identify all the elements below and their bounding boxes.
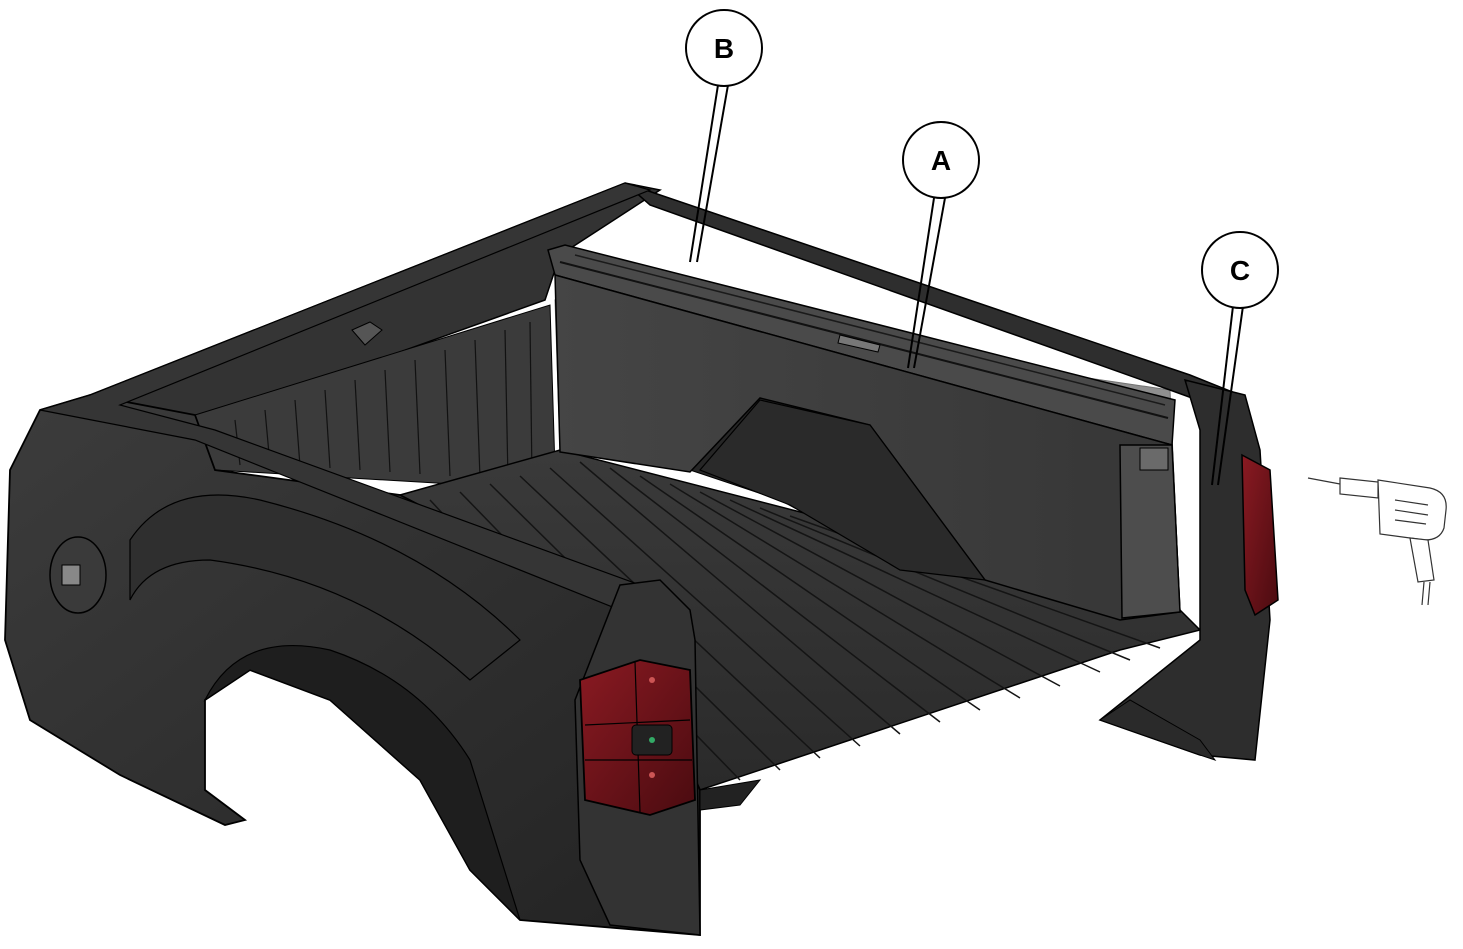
drill-bit	[1307, 477, 1341, 485]
callout-a-leader-1	[907, 197, 935, 369]
right-tail-light	[1241, 453, 1279, 617]
callout-a-circle	[902, 121, 980, 199]
wheel-opening	[203, 644, 521, 921]
drill-cord	[1421, 581, 1431, 606]
callout-a-label: A	[931, 145, 951, 176]
side-mount-toolbox	[547, 244, 1181, 621]
power-drill-icon	[1307, 477, 1447, 606]
toolbox-wheel-cutout	[698, 399, 987, 581]
callout-b-leader-2	[696, 84, 729, 263]
rear-step	[699, 779, 762, 811]
drill-handle	[1409, 537, 1435, 583]
drill-chuck	[1339, 477, 1379, 499]
fender-flare	[129, 494, 521, 681]
callout-a-leader-2	[913, 197, 946, 369]
drill-vents	[1394, 499, 1429, 525]
front-wall-ribs	[234, 321, 533, 481]
toolbox-end-cap	[1119, 444, 1181, 619]
callout-c-leader-1	[1211, 305, 1234, 486]
callout-c: C	[1201, 231, 1279, 486]
toolbox-lid-rail	[559, 261, 1169, 419]
callout-c-label: C	[1230, 255, 1250, 286]
toolbox-latch	[1139, 447, 1169, 471]
toolbox-lid-rail-2	[574, 254, 1166, 406]
callout-b-circle	[685, 9, 763, 87]
drill-body	[1377, 479, 1447, 541]
right-step	[1098, 699, 1217, 761]
left-top-rail	[39, 182, 652, 611]
fuel-door-latch	[61, 564, 81, 586]
callout-c-leader-2	[1217, 305, 1244, 486]
lamp-bulb-3	[649, 772, 655, 778]
bulkhead-cap	[351, 321, 383, 346]
lamp-bulb-2	[649, 737, 655, 743]
callout-b: B	[685, 9, 763, 263]
callout-a: A	[902, 121, 980, 369]
callout-c-circle	[1201, 231, 1279, 309]
callout-b-leader-1	[689, 84, 719, 263]
lamp-bulb-1	[649, 677, 655, 683]
toolbox-handle	[837, 334, 881, 353]
callout-b-label: B	[714, 33, 734, 64]
truck-bed	[4, 182, 1279, 936]
